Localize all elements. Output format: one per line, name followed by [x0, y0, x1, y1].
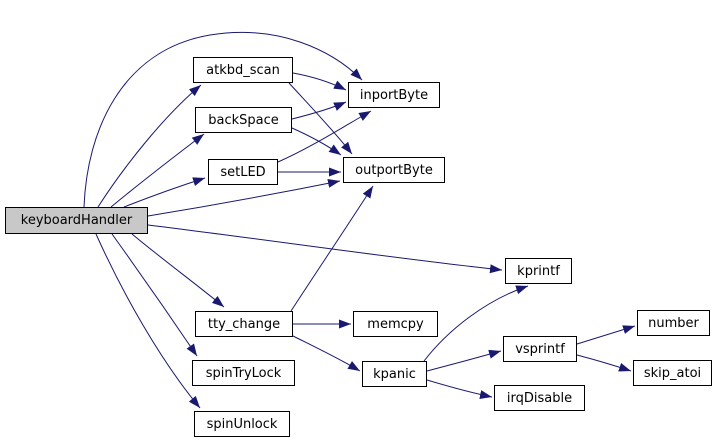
edge-keyboardHandler-outportByte: [147, 178, 341, 217]
edge-tty_change-outportByte: [290, 185, 374, 312]
node-label: inportByte: [359, 87, 429, 103]
node-label: keyboardHandler: [20, 213, 133, 228]
edge-kpanic-irqDisable: [426, 379, 493, 399]
node-setLED[interactable]: setLED: [208, 159, 278, 185]
edge-keyboardHandler-kprintf: [147, 224, 503, 274]
node-irqDisable[interactable]: irqDisable: [494, 385, 585, 411]
edge-group: [83, 31, 636, 409]
edge-vsprintf-skip_atoi: [576, 354, 632, 372]
edge-keyboardHandler-tty_change: [131, 233, 225, 308]
edge-atkbd_scan-outportByte: [288, 82, 353, 155]
node-number[interactable]: number: [637, 310, 710, 336]
edge-backSpace-inportByte: [291, 101, 347, 120]
edge-keyboardHandler-backSpace: [110, 133, 205, 208]
edge-tty_change-kpanic: [292, 335, 361, 372]
node-label: irqDisable: [506, 390, 573, 406]
node-label: tty_change: [207, 316, 281, 332]
node-label: backSpace: [208, 112, 279, 128]
node-label: spinUnlock: [206, 416, 278, 432]
node-label: skip_atoi: [643, 365, 702, 381]
edge-keyboardHandler-spinUnlock: [95, 233, 201, 409]
node-spinTryLock[interactable]: spinTryLock: [192, 360, 295, 386]
node-label: kprintf: [517, 263, 560, 279]
node-label: vsprintf: [515, 341, 565, 357]
node-kprintf[interactable]: kprintf: [505, 258, 572, 284]
node-label: atkbd_scan: [206, 62, 280, 78]
node-keyboardHandler: keyboardHandler: [5, 207, 148, 234]
edge-keyboardHandler-setLED: [123, 177, 206, 208]
edge-setLED-inportByte: [277, 110, 372, 163]
node-outportByte[interactable]: outportByte: [343, 157, 445, 183]
node-kpanic[interactable]: kpanic: [362, 361, 427, 387]
node-backSpace[interactable]: backSpace: [195, 107, 292, 133]
node-label: number: [648, 315, 699, 331]
edge-kpanic-kprintf: [423, 285, 529, 362]
edge-keyboardHandler-spinTryLock: [111, 233, 198, 357]
node-atkbd_scan[interactable]: atkbd_scan: [193, 57, 293, 83]
node-label: kpanic: [373, 366, 416, 382]
node-inportByte[interactable]: inportByte: [348, 82, 440, 108]
node-memcpy[interactable]: memcpy: [353, 311, 438, 337]
node-label: outportByte: [355, 162, 433, 178]
node-label: spinTryLock: [205, 365, 282, 381]
node-skip_atoi[interactable]: skip_atoi: [633, 360, 712, 386]
edge-atkbd_scan-inportByte: [292, 72, 347, 91]
edge-keyboardHandler-inportByte: [83, 31, 363, 208]
edge-kpanic-vsprintf: [426, 349, 502, 372]
node-spinUnlock[interactable]: spinUnlock: [194, 411, 290, 437]
node-tty_change[interactable]: tty_change: [195, 311, 293, 337]
edge-vsprintf-number: [576, 325, 636, 345]
node-label: setLED: [220, 164, 266, 180]
edge-keyboardHandler-atkbd_scan: [97, 84, 202, 208]
node-vsprintf[interactable]: vsprintf: [503, 336, 577, 362]
node-label: memcpy: [367, 316, 424, 332]
